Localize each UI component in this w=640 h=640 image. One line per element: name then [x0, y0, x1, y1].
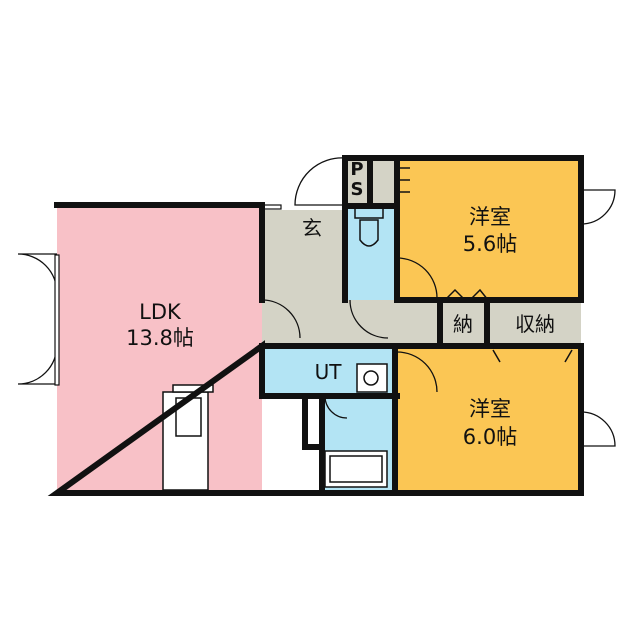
- window-entrance: [262, 204, 282, 210]
- door-hall-ldk: [261, 299, 301, 339]
- window-ldk-west: [54, 254, 60, 386]
- wall-ut: [259, 393, 400, 450]
- bedroom1-name: 洋室: [469, 205, 511, 229]
- washbasin-drain: [363, 370, 379, 386]
- door-ldk-west-top: [17, 253, 58, 294]
- door-ldk-west-bottom: [17, 344, 58, 385]
- entrance-name: 玄: [302, 216, 322, 240]
- bedroom2-size: 6.0帖: [462, 425, 518, 449]
- wall-ps: [342, 155, 400, 209]
- bathtub: [324, 450, 388, 488]
- door-bedroom2-east: [580, 411, 616, 447]
- door-ut-bedroom2: [396, 351, 438, 393]
- bedroom1-size: 5.6帖: [462, 232, 518, 256]
- storage-name: 収納: [515, 312, 555, 336]
- door-bath: [324, 395, 348, 419]
- toilet-bowl: [359, 219, 379, 247]
- ldk-size: 13.8帖: [126, 326, 194, 350]
- door-entrance: [294, 157, 346, 206]
- room-bedroom2: [397, 348, 581, 490]
- wall-storage: [437, 297, 490, 349]
- ut-name: UT: [314, 360, 342, 384]
- room-toilet: [345, 206, 394, 300]
- room-entrance: [282, 212, 340, 250]
- room-bedroom1: [397, 160, 581, 300]
- ldk-name: LDK: [139, 300, 181, 324]
- door-hall-bedroom1: [396, 257, 438, 299]
- door-hall-toilet: [349, 299, 389, 339]
- door-bedroom1-east: [580, 189, 616, 225]
- wall-upper-block: [342, 155, 584, 303]
- room-storage-small: [441, 303, 485, 346]
- room-storage: [488, 303, 581, 346]
- bedroom2-name: 洋室: [469, 397, 511, 421]
- room-pipe-space: [345, 158, 370, 206]
- storage-small-name: 納: [453, 312, 473, 336]
- pipe-space-label: PS: [350, 159, 364, 200]
- room-pipe-space-shelf: [372, 158, 394, 206]
- room-ldk: [57, 205, 262, 493]
- washbasin: [356, 363, 388, 393]
